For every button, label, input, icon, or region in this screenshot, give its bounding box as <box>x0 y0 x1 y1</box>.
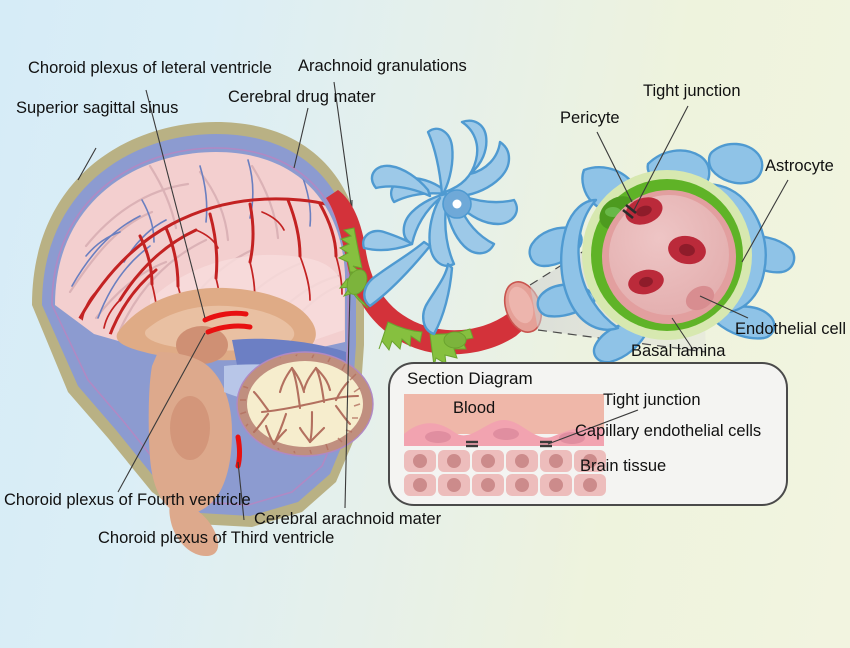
red-blood-cells <box>625 197 706 295</box>
right-leader-lines <box>596 105 789 349</box>
label-choroid-plexus-third-ventricle: Choroid plexus of Third ventricle <box>98 529 335 547</box>
red-blood-vessel <box>326 190 536 355</box>
endothelial-nuclei <box>425 428 585 444</box>
section-tight-junction-label: Tight junction <box>603 391 701 409</box>
section-diagram-graphic <box>404 394 639 496</box>
brain-sagittal-illustration <box>32 81 374 556</box>
brain-leader-lines <box>77 81 353 521</box>
label-pericyte: Pericyte <box>560 109 620 127</box>
label-choroid-plexus-lateral-ventricle: Choroid plexus of leteral ventricle <box>28 59 272 77</box>
blood-vessel-illustration <box>326 190 543 367</box>
tight-junction-leader <box>547 409 639 445</box>
tight-junction-marks <box>466 440 552 448</box>
pons <box>170 396 210 460</box>
tissue-row <box>404 474 606 496</box>
label-endothelial-cell: Endothelial cell <box>735 320 846 338</box>
thalamus <box>176 326 228 364</box>
endothelial-nucleus <box>685 285 715 311</box>
label-arachnoid-granulations: Arachnoid granulations <box>298 57 467 75</box>
label-cerebral-dura-mater: Cerebral drug mater <box>228 88 376 106</box>
section-brain-tissue-label: Brain tissue <box>580 457 667 475</box>
label-choroid-plexus-fourth-ventricle: Choroid plexus of Fourth ventricle <box>4 491 251 509</box>
section-diagram-title: Section Diagram <box>407 369 533 388</box>
astrocyte-cell-illustration <box>362 119 519 336</box>
pericyte-processes <box>337 227 474 367</box>
section-capillary-endothelial-label: Capillary endothelial cells <box>575 422 762 440</box>
section-blood-label: Blood <box>453 399 496 417</box>
astrocyte-endfoot-top-right <box>707 142 764 185</box>
medulla <box>169 500 219 556</box>
cerebellum-detail <box>239 354 363 454</box>
cerebellum-outline <box>236 351 374 457</box>
label-basal-lamina: Basal lamina <box>631 342 726 360</box>
label-cerebral-arachnoid-mater: Cerebral arachnoid mater <box>254 510 442 528</box>
capillary-cross-section <box>528 142 796 364</box>
tight-junction-mark <box>622 203 637 220</box>
label-tight-junction: Tight junction <box>643 82 741 100</box>
label-astrocyte: Astrocyte <box>765 157 834 175</box>
section-diagram-panel: Section Diagram <box>388 362 788 506</box>
label-superior-sagittal-sinus: Superior sagittal sinus <box>16 99 179 117</box>
brain-tissue-cells <box>404 450 606 496</box>
tissue-row <box>404 450 606 472</box>
